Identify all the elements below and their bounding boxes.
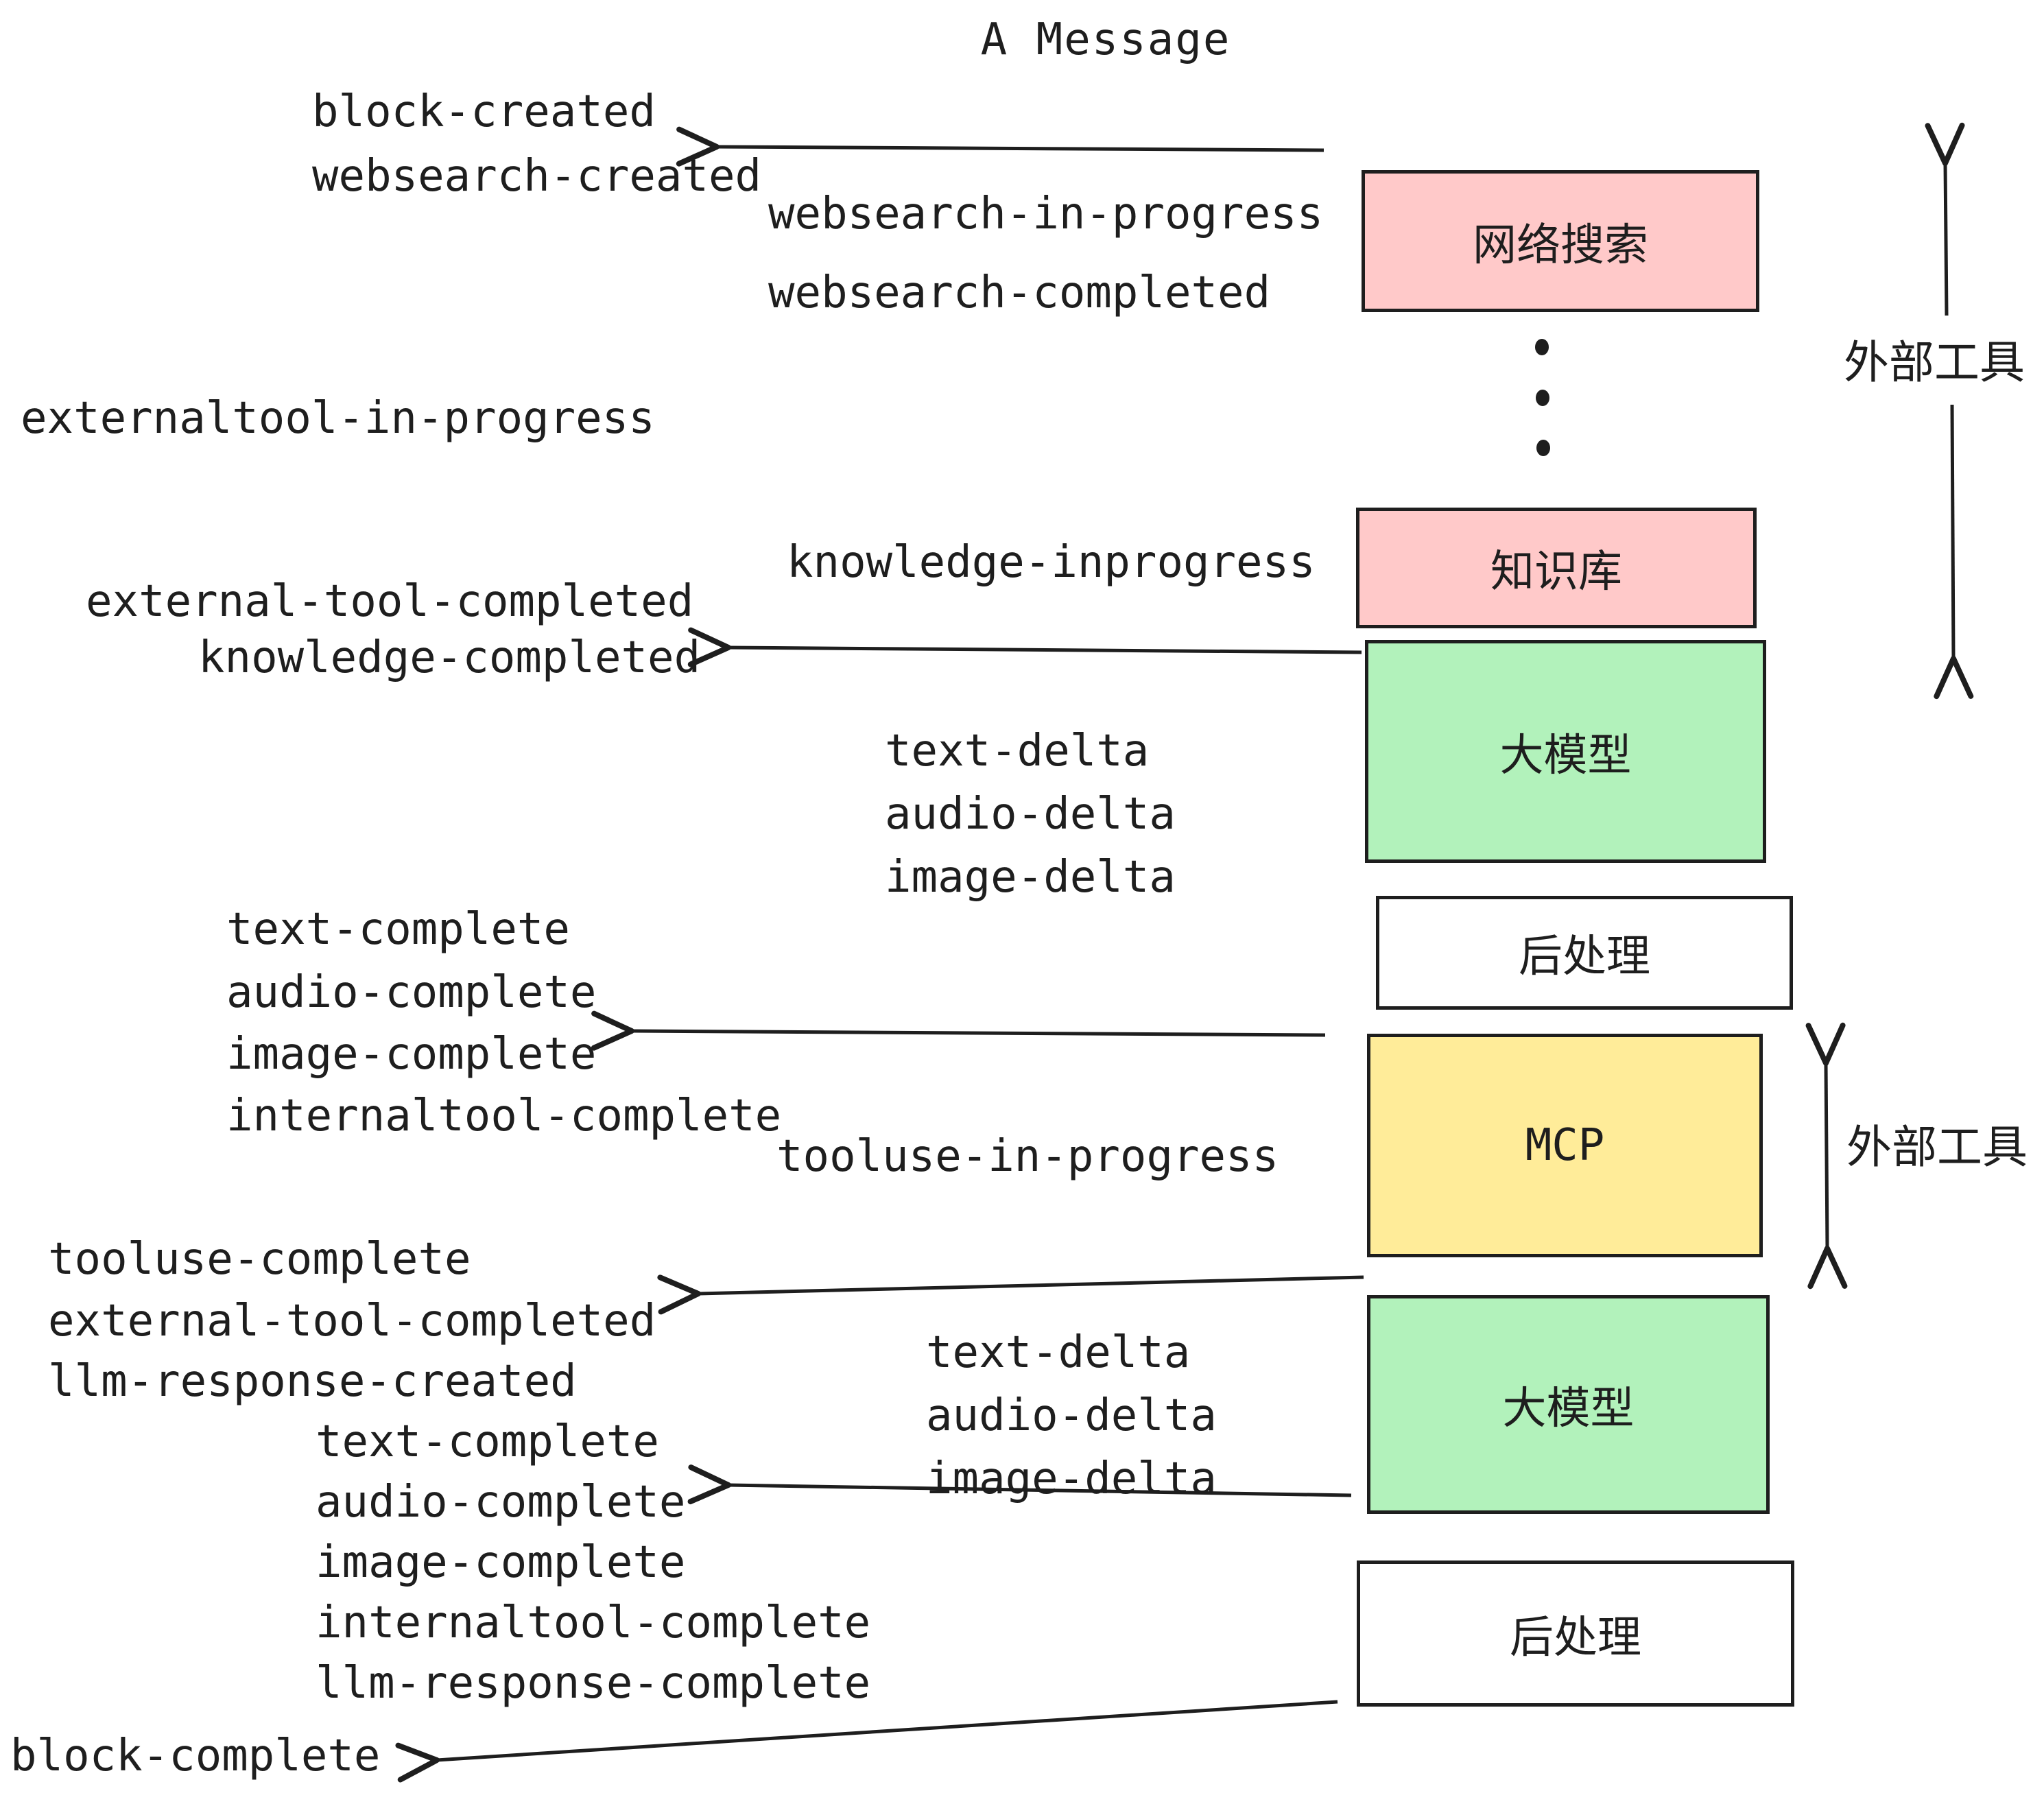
event-image-complete-2: image-complete [316,1537,686,1588]
ellipsis-dots [1535,339,1550,456]
event-audio-complete-1: audio-complete [226,967,597,1018]
external-tool-double-arrow [1805,1022,1848,1290]
box-websearch: 网络搜索 [1362,170,1759,312]
event-llm-response-created: llm-response-created [48,1356,577,1407]
external-tool-label-1: 外部工具 [1844,336,2025,389]
arrow-tooluse-complete [657,1274,1364,1315]
box-postprocess-2-label: 后处理 [1510,1612,1641,1663]
box-websearch-label: 网络搜索 [1473,219,1648,271]
event-internaltool-complete-1: internaltool-complete [226,1091,782,1141]
external-tool-down-arrow [1934,404,1974,700]
arrow-audio-complete [687,1464,1352,1505]
box-mcp-label: MCP [1525,1120,1605,1171]
arrow-block-complete [395,1700,1338,1783]
event-tooluse-complete: tooluse-complete [48,1234,471,1285]
box-knowledge: 知识库 [1356,508,1757,628]
box-llm-2-label: 大模型 [1502,1383,1635,1434]
event-websearch-created: websearch-created [312,151,762,202]
event-image-delta-1: image-delta [885,852,1176,903]
arrow-block-created [676,126,1324,167]
box-postprocess-2: 后处理 [1357,1560,1794,1707]
event-audio-delta-2: audio-delta [926,1390,1217,1441]
event-external-tool-completed-2: external-tool-completed [48,1296,656,1346]
event-text-complete-1: text-complete [226,904,570,955]
event-image-complete-1: image-complete [226,1029,597,1080]
box-postprocess-1-label: 后处理 [1519,931,1650,982]
event-block-complete: block-complete [10,1731,381,1781]
event-externaltool-in-progress: externaltool-in-progress [21,393,655,444]
box-knowledge-label: 知识库 [1490,547,1622,597]
diagram-title: A Message [980,14,1231,65]
event-block-created: block-created [312,86,656,137]
event-text-delta-1: text-delta [885,726,1150,776]
box-llm-1-label: 大模型 [1499,730,1632,781]
event-text-complete-2: text-complete [316,1416,659,1467]
event-text-delta-2: text-delta [926,1327,1191,1378]
arrow-image-complete [591,1010,1326,1051]
box-postprocess-1: 后处理 [1376,896,1793,1010]
box-llm-2: 大模型 [1367,1295,1770,1514]
external-tool-label-2: 外部工具 [1846,1121,2028,1174]
event-external-tool-completed: external-tool-completed [86,576,694,627]
event-websearch-in-progress: websearch-in-progress [768,189,1324,239]
external-tool-up-arrow [1925,122,1965,316]
event-audio-complete-2: audio-complete [316,1477,686,1528]
box-mcp: MCP [1367,1034,1763,1257]
event-audio-delta-1: audio-delta [885,789,1176,840]
event-image-delta-2: image-delta [926,1453,1217,1504]
event-tooluse-in-progress: tooluse-in-progress [776,1131,1279,1182]
event-websearch-completed: websearch-completed [768,268,1271,318]
event-knowledge-inprogress: knowledge-inprogress [787,537,1316,588]
box-llm-1: 大模型 [1365,640,1766,863]
event-knowledge-completed: knowledge-completed [198,632,701,683]
event-llm-response-complete: llm-response-complete [316,1658,871,1709]
arrow-knowledge-completed [687,627,1362,667]
event-internaltool-complete-2: internaltool-complete [316,1598,871,1648]
